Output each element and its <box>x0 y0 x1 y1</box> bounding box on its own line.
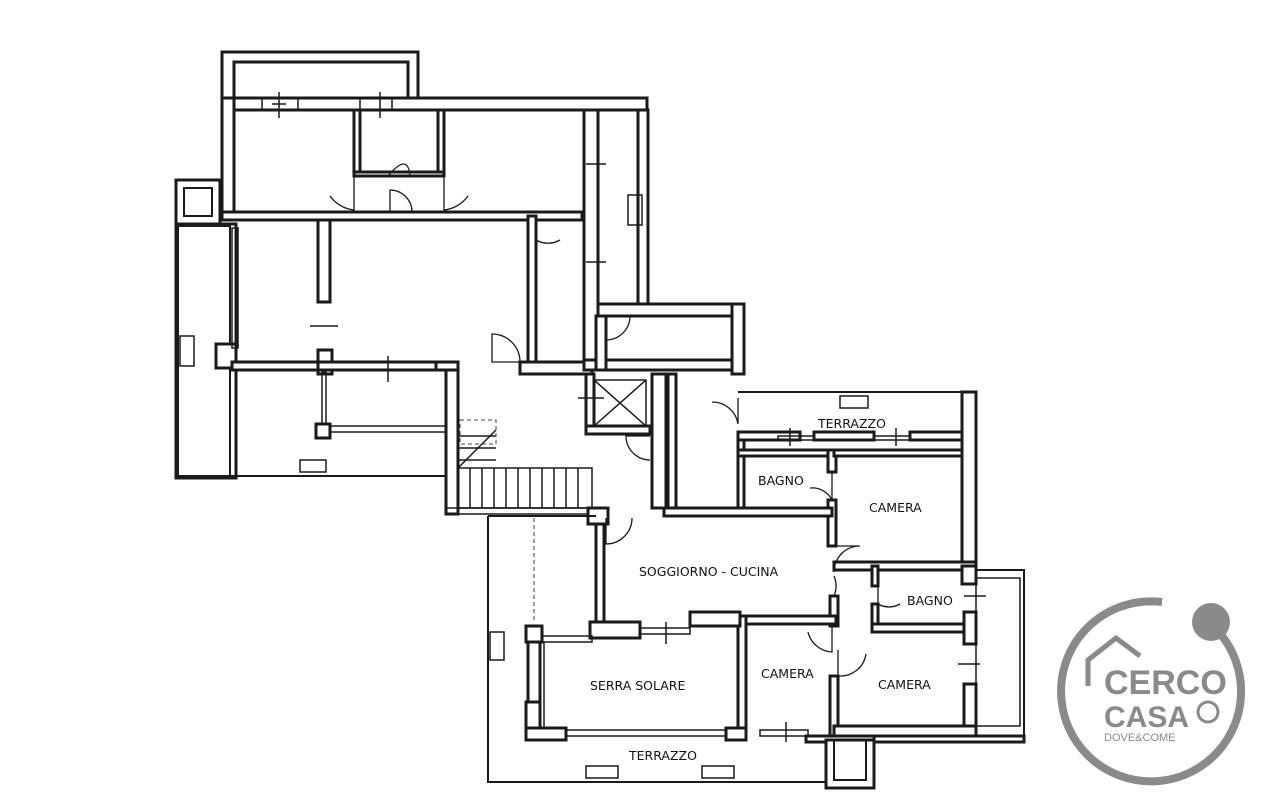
logo-line-1: CERCO <box>1104 664 1227 702</box>
label-camera-1: CAMERA <box>869 500 922 515</box>
logo-dot <box>1192 603 1230 641</box>
label-serra-solare: SERRA SOLARE <box>590 678 685 693</box>
label-camera-2: CAMERA <box>761 666 814 681</box>
label-bagno-1: BAGNO <box>758 473 804 488</box>
label-terrazzo-bottom: TERRAZZO <box>628 748 697 763</box>
logo-line-2: CASA <box>1104 701 1189 734</box>
room-labels: TERRAZZO BAGNO CAMERA SOGGIORNO - CUCINA… <box>590 416 953 763</box>
label-soggiorno-cucina: SOGGIORNO - CUCINA <box>639 564 779 579</box>
label-bagno-2: BAGNO <box>907 593 953 608</box>
north-west-block <box>174 50 746 516</box>
label-camera-3: CAMERA <box>878 677 931 692</box>
doors-east <box>605 398 986 742</box>
doors-north <box>261 92 651 461</box>
logo-tagline: DOVE&COME <box>1104 732 1176 744</box>
house-icon <box>1085 634 1142 686</box>
logo-ring <box>1057 597 1246 786</box>
cercocasa-logo: CERCO CASA DOVE&COME <box>1057 597 1246 786</box>
magnifier-icon <box>1196 700 1220 724</box>
label-terrazzo-top: TERRAZZO <box>817 416 886 431</box>
east-block <box>487 390 1026 790</box>
stairs <box>457 419 593 509</box>
